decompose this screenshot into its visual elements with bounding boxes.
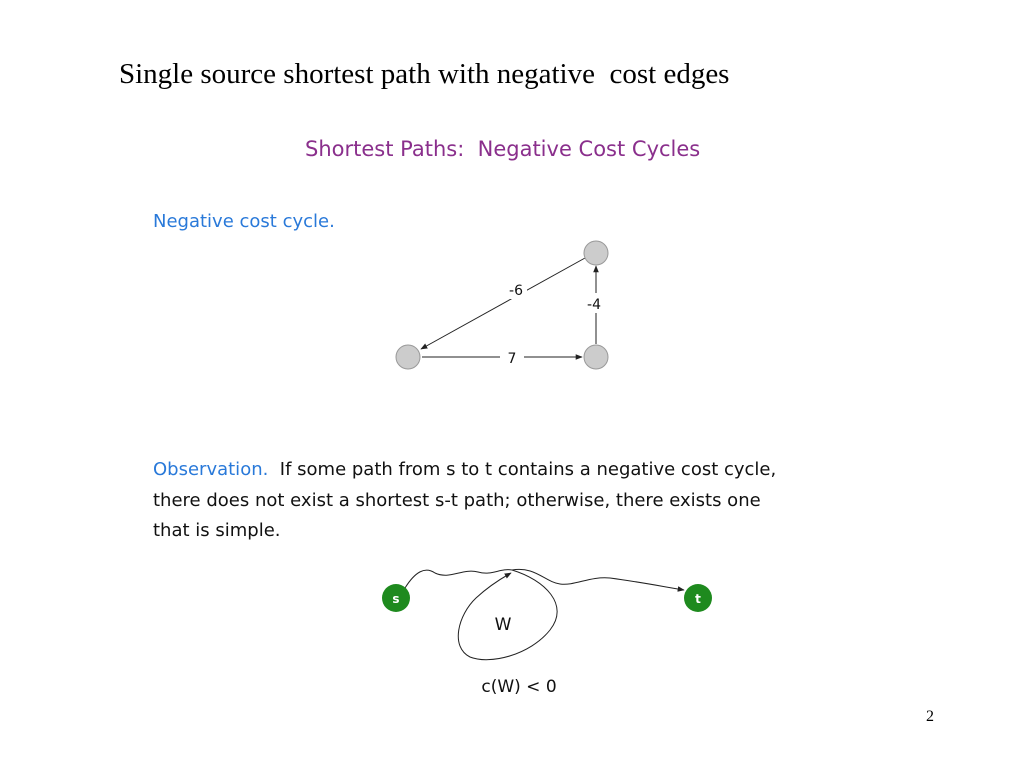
negative-cycle-label: Negative cost cycle. (153, 211, 335, 232)
observation-heading: Observation. (153, 459, 269, 480)
slide-title: Single source shortest path with negativ… (119, 58, 730, 90)
node-t (684, 584, 712, 612)
observation-line-2: there does not exist a shortest s-t path… (153, 489, 761, 511)
edge-label-right: -4 (587, 297, 601, 313)
node-right (583, 344, 609, 370)
label-bg (500, 347, 524, 367)
node-t-label: t (695, 592, 701, 606)
cycle-w (457, 569, 558, 661)
node-s-label: s (392, 592, 399, 606)
edge-label-left: -6 (509, 283, 523, 299)
figure-title: Shortest Paths: Negative Cost Cycles (305, 137, 701, 161)
observation-line-1-text: If some path from s to t contains a nega… (279, 459, 777, 480)
edge-label-bottom: 7 (508, 351, 517, 367)
observation-line-1: Observation. If some path from s to t co… (153, 455, 873, 486)
node-left (395, 344, 421, 370)
page-number: 2 (926, 708, 934, 725)
path-cycle-to-t (511, 568, 685, 592)
cycle-w-label: W (495, 615, 512, 635)
observation-text: Observation. If some path from s to t co… (153, 455, 873, 547)
node-s (382, 584, 410, 612)
observation-line-3: that is simple. (153, 520, 281, 541)
path-s-to-cycle (404, 569, 513, 589)
label-bg (503, 279, 527, 299)
label-bg (583, 293, 607, 313)
edge-top-to-left (420, 257, 586, 350)
node-top (583, 240, 609, 266)
cycle-cost-label: c(W) < 0 (481, 677, 556, 697)
